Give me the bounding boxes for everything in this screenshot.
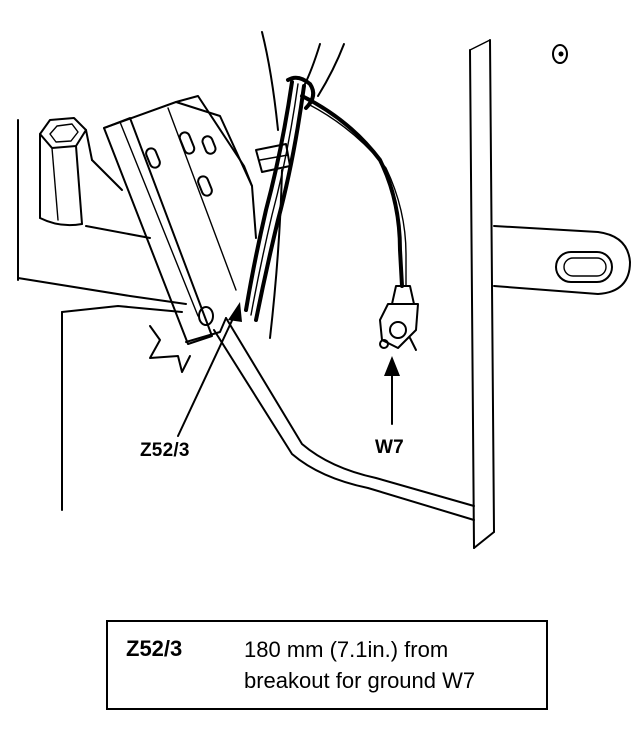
body-panel: [469, 39, 568, 549]
slotted-bracket: [493, 225, 631, 295]
panel-edge: [261, 31, 283, 339]
legend-code: Z52/3: [126, 636, 183, 661]
w7-callout-label: W7: [375, 437, 404, 458]
ground-wire: [300, 94, 407, 288]
legend-description: 180 mm (7.1in.) from breakout for ground…: [244, 634, 544, 696]
legend-description-line2: breakout for ground W7: [244, 668, 476, 693]
z52-callout-label: Z52/3: [140, 440, 190, 461]
ground-connection-diagram: [17, 31, 631, 549]
ground-terminal: [379, 285, 419, 351]
wiring-harness: [244, 43, 345, 322]
legend-description-line1: 180 mm (7.1in.) from: [244, 637, 449, 662]
w7-leader: [384, 356, 400, 425]
mounting-bracket: [103, 95, 257, 345]
legend-box: Z52/3 180 mm (7.1in.) from breakout for …: [106, 620, 548, 710]
lower-trim: [213, 317, 475, 521]
z52-leader: [177, 302, 242, 437]
hex-tube: [39, 117, 93, 227]
frame-member: [17, 119, 191, 511]
